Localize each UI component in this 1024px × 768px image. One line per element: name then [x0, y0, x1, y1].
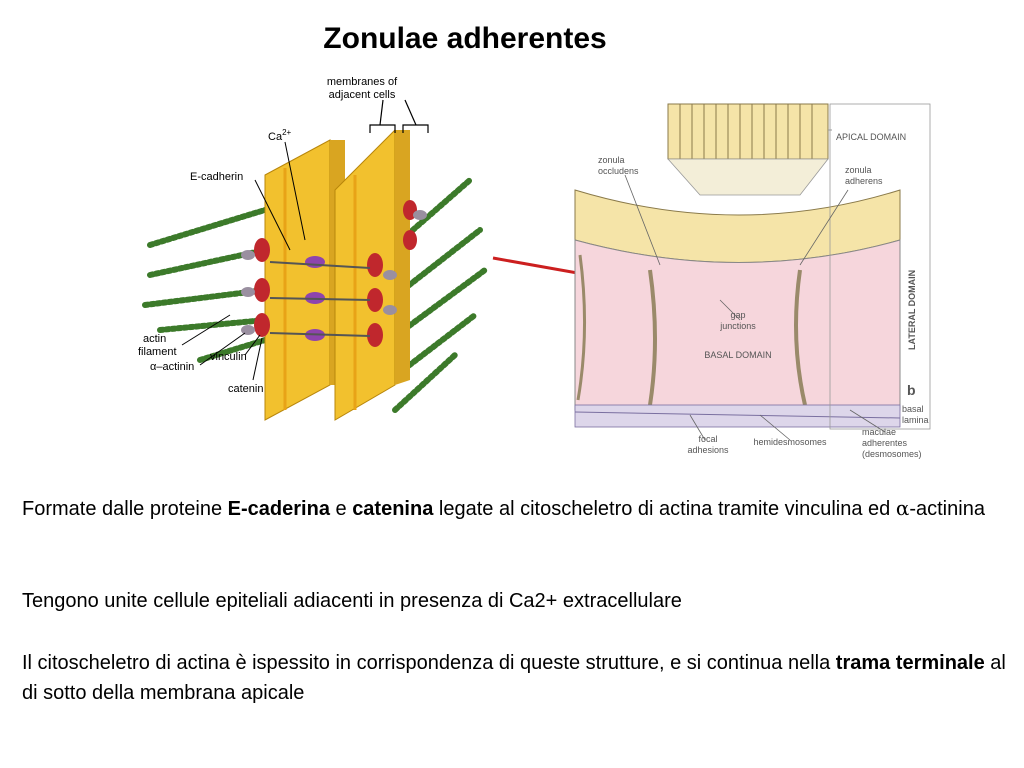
label-zonula-adherens-1: zonula: [845, 165, 872, 175]
right-leader-lines: [624, 174, 886, 441]
label-vinculin: vinculin: [210, 351, 247, 363]
membrane-brackets: [369, 99, 429, 133]
alpha-symbol: α: [895, 496, 910, 520]
label-actin-2: filament: [138, 346, 177, 358]
label-catenin: catenin: [228, 383, 263, 395]
junction-proteins: [241, 200, 427, 347]
label-apical-domain: APICAL DOMAIN: [836, 132, 906, 142]
label-panel-b: b: [907, 382, 916, 398]
label-membranes-2: adjacent cells: [329, 89, 396, 101]
term-trama-terminale: trama terminale: [835, 652, 985, 674]
label-calcium: Ca2+: [268, 128, 292, 143]
term-catenina: catenina: [352, 498, 434, 520]
label-zonula-adherens-2: adherens: [845, 176, 883, 186]
label-focal-1: focal: [698, 434, 717, 444]
label-gap-2: junctions: [719, 321, 756, 331]
membrane-slab-left: [264, 139, 345, 421]
label-zonula-occludens-1: zonula: [598, 155, 625, 165]
membrane-slab-right: [334, 128, 410, 421]
paragraph-calcium: Tengono unite cellule epiteliali adiacen…: [22, 590, 682, 612]
label-basal-lamina-1: basal: [902, 404, 924, 414]
label-alpha-actinin: α–actinin: [150, 361, 194, 373]
term-e-caderina: E-caderina: [227, 498, 330, 520]
label-zonula-occludens-2: occludens: [598, 166, 639, 176]
label-hemidesmosomes: hemidesmosomes: [753, 437, 827, 447]
epithelial-cell-diagram: [574, 103, 931, 430]
label-maculae-2: adherentes: [862, 438, 908, 448]
page-title: Zonulae adherentes: [323, 22, 607, 55]
label-maculae-1: maculae: [862, 427, 896, 437]
label-actin-1: actin: [143, 333, 166, 345]
label-basal-lamina-2: lamina: [902, 415, 929, 425]
paragraph-composition: Formate dalle proteine E-caderina e cate…: [22, 496, 985, 520]
label-gap-1: gap: [730, 310, 745, 320]
leader-lines: [181, 141, 306, 381]
paragraph-terminal-web: Il citoscheletro di actina è ispessito i…: [22, 652, 1006, 704]
label-maculae-3: (desmosomes): [862, 449, 922, 459]
label-basal-domain: BASAL DOMAIN: [704, 350, 771, 360]
label-focal-2: adhesions: [687, 445, 729, 455]
label-membranes-1: membranes of: [327, 76, 398, 88]
label-e-cadherin: E-cadherin: [190, 171, 243, 183]
label-lateral-domain: LATERAL DOMAIN: [907, 270, 917, 350]
